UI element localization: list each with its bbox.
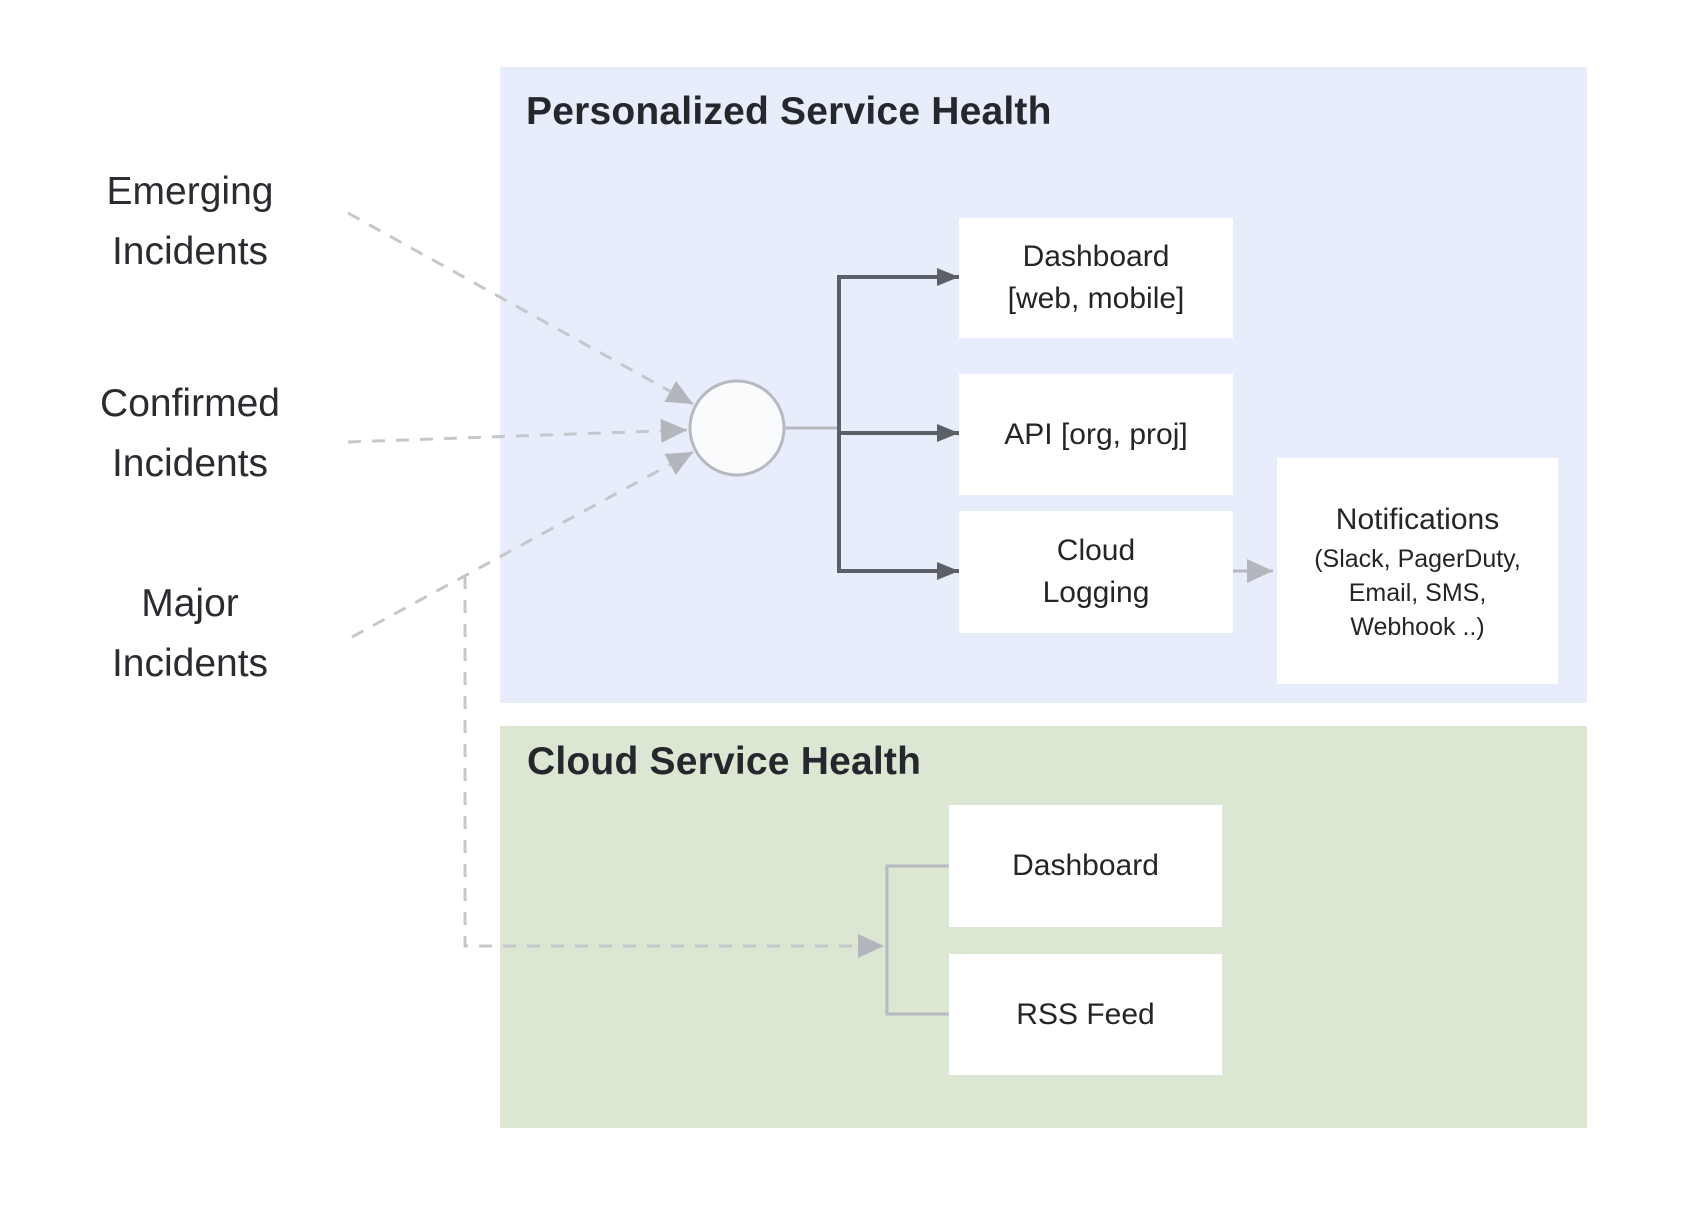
node-cloud-dashboard: Dashboard bbox=[949, 805, 1222, 927]
label-emerging-incidents: Emerging Incidents bbox=[106, 170, 274, 273]
notifications-subtitle: (Slack, PagerDuty, Email, SMS, Webhook .… bbox=[1314, 545, 1521, 641]
label-confirmed-incidents: Confirmed Incidents bbox=[100, 382, 280, 485]
node-dashboard-web-mobile: Dashboard [web, mobile] bbox=[959, 218, 1233, 338]
notifications-title: Notifications bbox=[1335, 503, 1500, 536]
node-api: API [org, proj] bbox=[959, 374, 1233, 495]
node-cloud-logging: Cloud Logging bbox=[959, 511, 1233, 633]
node-notifications: Notifications (Slack, PagerDuty, Email, … bbox=[1277, 458, 1558, 684]
cloud-section-title: Cloud Service Health bbox=[527, 740, 922, 783]
node-rss-feed: RSS Feed bbox=[949, 954, 1222, 1075]
label-major-incidents: Major Incidents bbox=[111, 582, 269, 685]
personalized-section-title: Personalized Service Health bbox=[526, 90, 1052, 133]
